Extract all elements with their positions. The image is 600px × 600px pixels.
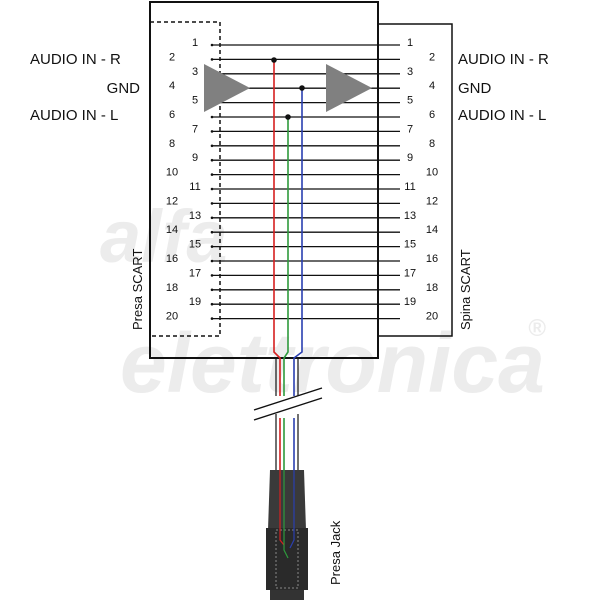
pin-end-dot: [210, 43, 214, 47]
right-label-audio-in-r: AUDIO IN - R: [458, 51, 549, 68]
pin-number-right: 14: [426, 224, 438, 236]
presa-jack-label: Presa Jack: [328, 520, 343, 585]
spina-scart-label: Spina SCART: [458, 249, 473, 330]
pin-number-right: 16: [426, 253, 438, 265]
watermark: alfa elettronica ®: [100, 195, 546, 410]
pin-end-dot: [210, 230, 214, 234]
pin-number-left: 10: [166, 167, 178, 179]
pin-number-right: 7: [407, 123, 413, 135]
pin-end-dot: [210, 317, 214, 320]
left-label-gnd: GND: [107, 80, 141, 97]
pin-number-left: 3: [192, 66, 198, 78]
cable-break: [250, 387, 326, 421]
pin-number-right: 5: [407, 95, 413, 107]
pin-number-right: 17: [404, 267, 416, 279]
watermark-mark: ®: [528, 315, 546, 342]
pin-end-dot: [210, 274, 214, 277]
left-triangle-icon: [204, 64, 250, 112]
pin-number-right: 18: [426, 282, 438, 294]
pin-number-left: 18: [166, 282, 178, 294]
left-label-audio-in-l: AUDIO IN - L: [30, 107, 118, 124]
pin-number-left: 2: [169, 51, 175, 63]
jack-connector: [266, 470, 308, 600]
pin-end-dot: [210, 58, 214, 61]
pin-end-dot: [210, 173, 214, 176]
watermark-line2: elettronica: [120, 316, 545, 410]
pin-number-right: 1: [407, 37, 413, 49]
pin-end-dot: [210, 115, 214, 119]
presa-scart-label: Presa SCART: [130, 249, 145, 330]
pin-end-dot: [210, 259, 214, 263]
wire-blue: [293, 88, 303, 400]
pin-end-dot: [210, 288, 214, 292]
pin-number-left: 16: [166, 253, 178, 265]
pin-end-dot: [210, 144, 214, 148]
pin-number-left: 1: [192, 37, 198, 49]
pin-end-dot: [210, 216, 214, 220]
pin-end-dot: [210, 302, 214, 306]
pin-number-right: 11: [404, 181, 415, 193]
pin-end-dot: [210, 187, 214, 191]
right-label-gnd: GND: [458, 80, 492, 97]
pin-number-right: 10: [426, 167, 438, 179]
pin-number-left: 14: [166, 224, 178, 236]
left-label-audio-in-r: AUDIO IN - R: [30, 51, 121, 68]
pin-number-left: 4: [169, 80, 175, 92]
pin-number-right: 13: [404, 210, 416, 222]
pin-number-left: 12: [166, 195, 178, 207]
right-label-audio-in-l: AUDIO IN - L: [458, 107, 546, 124]
pin-number-left: 17: [189, 267, 201, 279]
pin-end-dot: [210, 130, 214, 133]
pin-number-left: 8: [169, 138, 175, 150]
junction-dot-r: [271, 57, 277, 63]
presa-scart-dashed-outline: [150, 21, 221, 337]
pin-number-left: 19: [189, 296, 201, 308]
pin-number-right: 3: [407, 66, 413, 78]
pin-end-dot: [210, 158, 214, 162]
pin-number-right: 4: [429, 80, 435, 92]
pin-number-left: 7: [192, 123, 198, 135]
junction-dot-l: [285, 114, 291, 120]
right-triangle-icon: [326, 64, 372, 112]
pin-number-right: 15: [404, 239, 416, 251]
pin-number-left: 5: [192, 95, 198, 107]
spina-scart-outline: [378, 23, 453, 337]
pin-number-left: 20: [166, 311, 178, 323]
main-box: [149, 1, 379, 359]
pin-number-right: 19: [404, 296, 416, 308]
pin-number-right: 20: [426, 311, 438, 323]
pin-number-left: 11: [189, 181, 200, 193]
watermark-line1: alfa: [100, 195, 228, 278]
pin-number-right: 9: [407, 152, 413, 164]
pin-number-right: 12: [426, 195, 438, 207]
pin-number-left: 15: [189, 239, 201, 251]
pin-end-dot: [210, 245, 214, 248]
pin-number-right: 8: [429, 138, 435, 150]
pin-number-left: 6: [169, 109, 175, 121]
pin-number-left: 13: [189, 210, 201, 222]
pin-number-left: 9: [192, 152, 198, 164]
wire-red: [273, 60, 281, 400]
pin-number-right: 6: [429, 109, 435, 121]
junction-dot-gnd: [299, 85, 305, 91]
pin-end-dot: [210, 202, 214, 205]
pin-number-right: 2: [429, 51, 435, 63]
wire-green: [283, 117, 289, 400]
